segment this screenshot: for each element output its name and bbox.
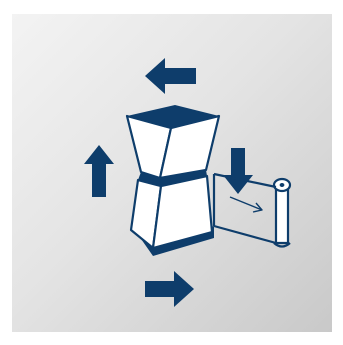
arrow-right-icon [145,271,194,307]
arrow-up-icon [84,145,114,197]
container-block-icon [125,105,221,256]
arrow-down-icon [223,148,253,194]
film-roll-icon [212,172,292,248]
arrow-left-icon [145,58,196,94]
